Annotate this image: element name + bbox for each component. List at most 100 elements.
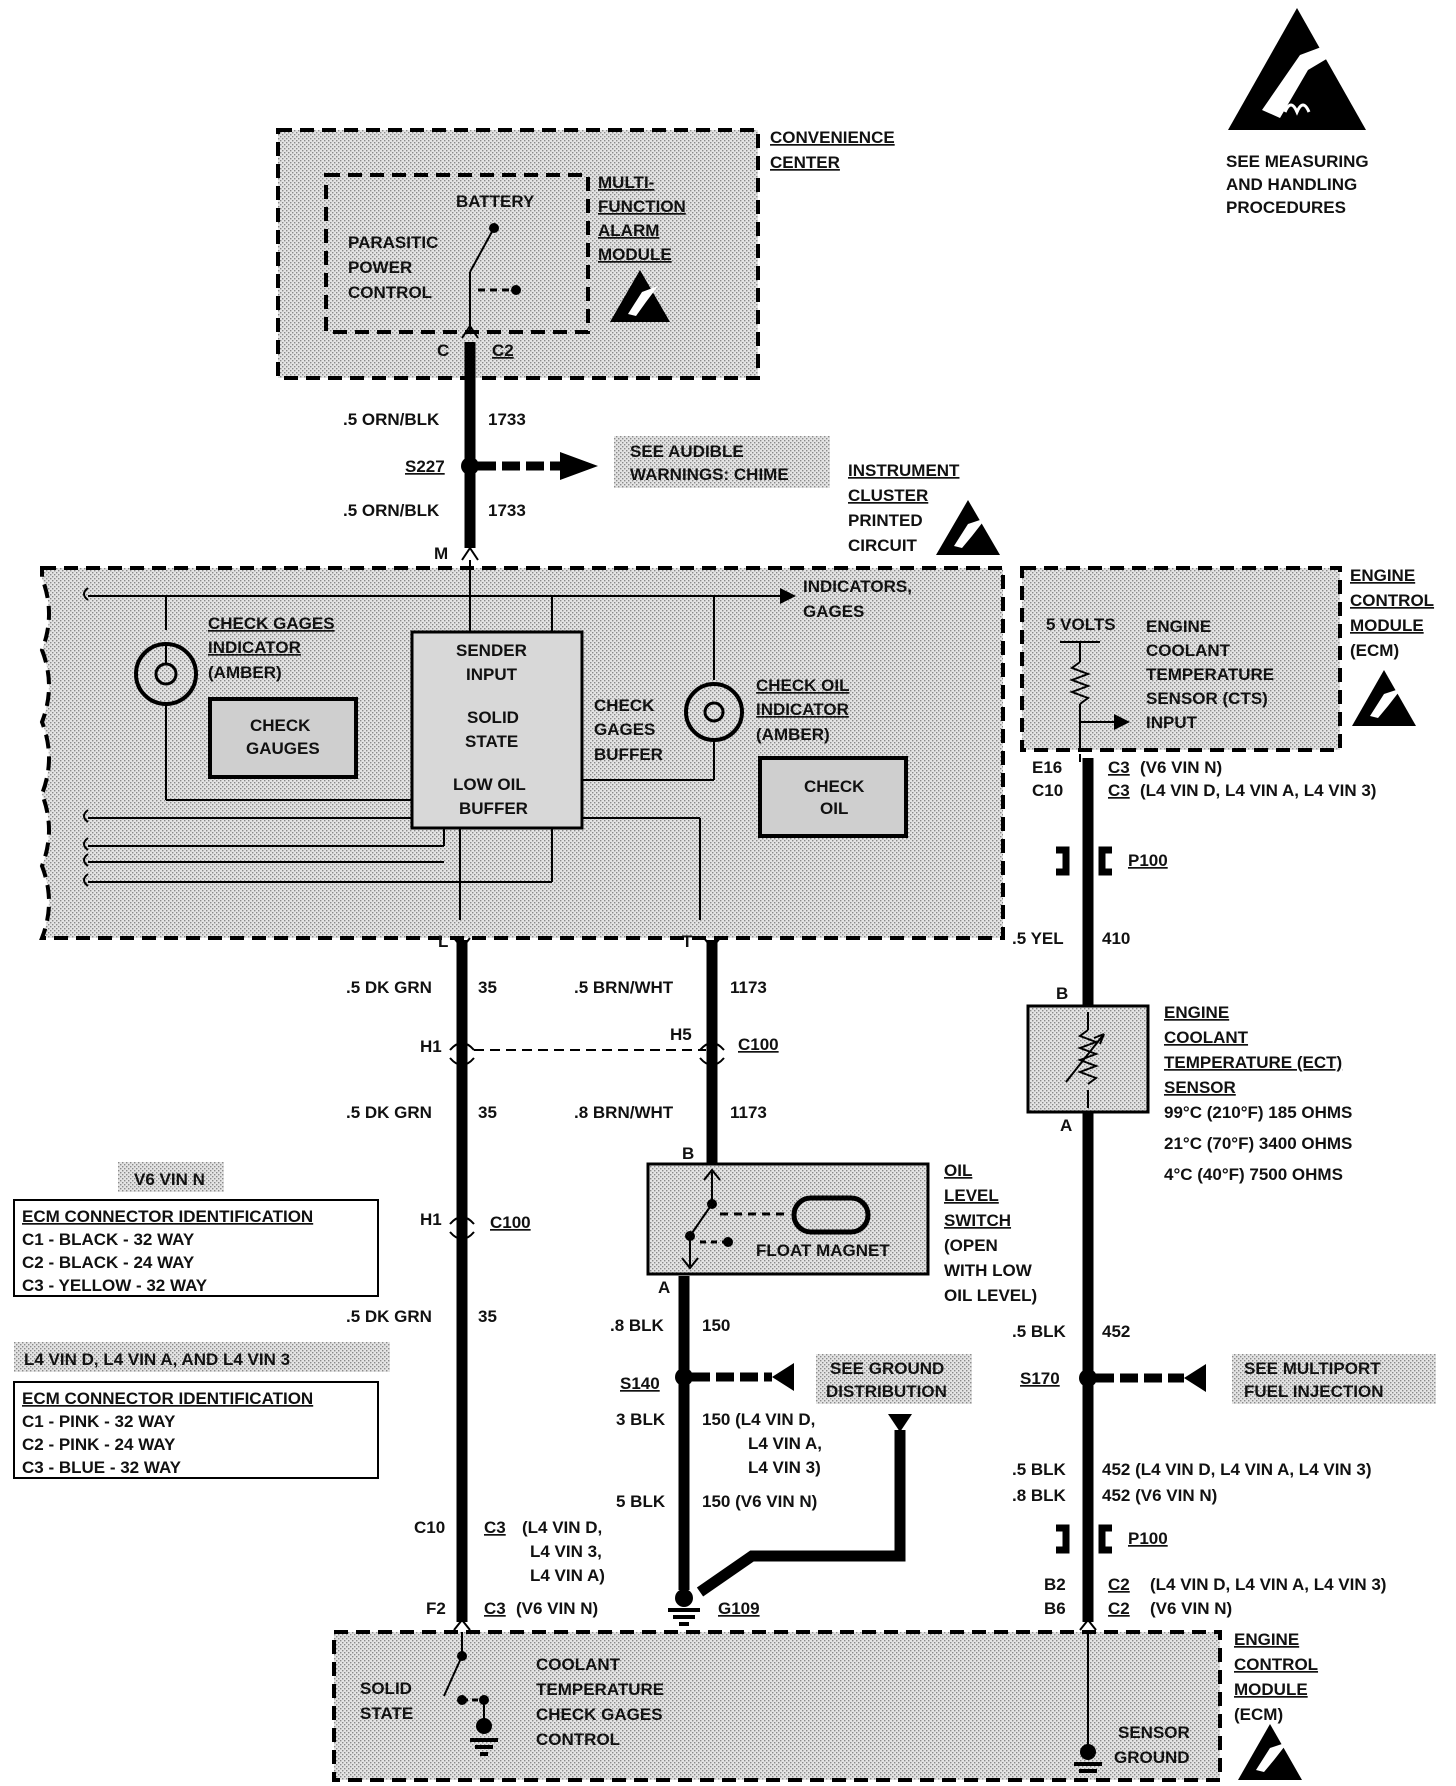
v6-table-header: ECM CONNECTOR IDENTIFICATION	[22, 1207, 313, 1226]
alarm-module-label-2: FUNCTION	[598, 197, 686, 216]
oil-switch-pin-b: B	[682, 1144, 694, 1163]
conn-c3-f2-note: (V6 VIN N)	[516, 1599, 598, 1618]
p100-bottom-left-bracket	[1056, 1524, 1070, 1554]
ecm-control-2: TEMPERATURE	[536, 1680, 664, 1699]
ecm-top-title-1: ENGINE	[1350, 566, 1415, 585]
c100-connector-h1-mid	[449, 1216, 475, 1240]
check-gauges-box	[208, 697, 358, 779]
chime-ref-box	[614, 436, 830, 488]
ect-title-4: SENSOR	[1164, 1078, 1236, 1097]
cts-input-arrow-icon	[1114, 714, 1130, 730]
l4-title: L4 VIN D, L4 VIN A, AND L4 VIN 3	[24, 1350, 290, 1369]
wire-1733-gauge-lower: .5 ORN/BLK	[343, 501, 440, 520]
wire-35-circuit-1: 35	[478, 978, 497, 997]
ect-title-1: ENGINE	[1164, 1003, 1229, 1022]
cluster-ground-lines	[83, 809, 701, 920]
ecm-bottom-title-3: MODULE	[1234, 1680, 1308, 1699]
pin-m-connector	[461, 546, 479, 561]
check-gages-indicator-2: INDICATOR	[208, 638, 301, 657]
v6-row-2: C2 - BLACK - 24 WAY	[22, 1253, 195, 1272]
pin-m-label: M	[434, 544, 448, 563]
check-gages-buffer-3: BUFFER	[594, 745, 663, 764]
ect-title-3: TEMPERATURE (ECT)	[1164, 1053, 1342, 1072]
ecm-control-3: CHECK GAGES	[536, 1705, 663, 1724]
oil-switch-title-6: OIL LEVEL)	[944, 1286, 1037, 1305]
wire-150-note-3: 150 (V6 VIN N)	[702, 1492, 817, 1511]
l4-row-3: C3 - BLUE - 32 WAY	[22, 1458, 182, 1477]
ecm-bottom-title-1: ENGINE	[1234, 1630, 1299, 1649]
ecm-solid-state-2: STATE	[360, 1704, 413, 1723]
pin-l-label: L	[438, 932, 448, 951]
esd-note-line-3: PROCEDURES	[1226, 198, 1346, 217]
ecm-bottom-box	[332, 1630, 1222, 1782]
ground-dist-arrow-icon	[888, 1414, 912, 1432]
splice-s170-label: S170	[1020, 1369, 1060, 1388]
conn-c3-note-3: L4 VIN A)	[530, 1566, 605, 1585]
wire-150-gauge-1: .8 BLK	[610, 1316, 665, 1335]
thermistor-icon	[1077, 1029, 1099, 1085]
wire-150-circuit-1: 150	[702, 1316, 730, 1335]
low-oil-buffer-2: BUFFER	[459, 799, 528, 818]
mfi-ref-box	[1232, 1354, 1436, 1404]
check-oil-indicator-1: CHECK OIL	[756, 676, 850, 695]
oil-level-switch-box	[646, 1162, 930, 1276]
v6-connector-table	[13, 1199, 379, 1297]
wire-1733-circuit-lower: 1733	[488, 501, 526, 520]
ecm-control-1: COOLANT	[536, 1655, 621, 1674]
wire-1173-gauge-2: .8 BRN/WHT	[574, 1103, 674, 1122]
alarm-module-label-1: MULTI-	[598, 173, 654, 192]
ground-dist-wire	[696, 1430, 906, 1597]
wire-1173-circuit-2: 1173	[730, 1103, 767, 1122]
float-magnet-label: FLOAT MAGNET	[756, 1241, 890, 1260]
check-gauges-text-2: GAUGES	[246, 739, 320, 758]
mfi-ref-line-1: SEE MULTIPORT	[1244, 1359, 1381, 1378]
conn-c3-f2: C3	[484, 1599, 506, 1618]
ground-g109-label: G109	[718, 1599, 760, 1618]
chime-ref-line-1: SEE AUDIBLE	[630, 442, 744, 461]
conn-c3-note-1: (L4 VIN D,	[522, 1518, 602, 1537]
pin-t-label: T	[682, 932, 693, 951]
ecm-top-title-4: (ECM)	[1350, 641, 1399, 660]
oil-switch-title-2: LEVEL	[944, 1186, 999, 1205]
wire-452-gauge-1: .5 BLK	[1012, 1322, 1067, 1341]
ground-ref-line-2: DISTRIBUTION	[826, 1382, 947, 1401]
conn-c2-b6-note: (V6 VIN N)	[1150, 1599, 1232, 1618]
check-gages-buffer-2: GAGES	[594, 720, 655, 739]
ecm-solid-state-switch	[443, 1632, 498, 1756]
c100-mid-label: C100	[490, 1213, 531, 1232]
check-oil-text-1: CHECK	[804, 777, 865, 796]
c100-h5-label: C100	[738, 1035, 779, 1054]
conn-c2-b2: C2	[1108, 1575, 1130, 1594]
ecm-control-4: CONTROL	[536, 1730, 620, 1749]
chime-arrow-icon	[560, 452, 598, 480]
wire-150-note-2c: L4 VIN 3)	[748, 1458, 821, 1477]
p100-top-right-bracket	[1098, 846, 1112, 876]
ecm-bottom-title-2: CONTROL	[1234, 1655, 1318, 1674]
check-oil-text-2: OIL	[820, 799, 848, 818]
oil-switch-title-1: OIL	[944, 1161, 972, 1180]
low-oil-buffer-1: LOW OIL	[453, 775, 526, 794]
five-volts-label: 5 VOLTS	[1046, 615, 1116, 634]
conn-c3-c10-35: C3	[484, 1518, 506, 1537]
ecm-top-box	[1020, 566, 1342, 752]
ect-spec-2: 21°C (70°F) 3400 OHMS	[1164, 1134, 1352, 1153]
oil-switch-contacts	[681, 1168, 786, 1270]
conn-c2-b2-note: (L4 VIN D, L4 VIN A, L4 VIN 3)	[1150, 1575, 1386, 1594]
oil-switch-title-5: WITH LOW	[944, 1261, 1033, 1280]
conn-c3-e16-note: (V6 VIN N)	[1140, 758, 1222, 777]
sender-input-2: INPUT	[466, 665, 518, 684]
wire-150-note-2a: 150 (L4 VIN D,	[702, 1410, 815, 1429]
wire-410-circuit: 410	[1102, 929, 1130, 948]
ecm-bottom-esd-icon	[1238, 1724, 1302, 1780]
alarm-module-box	[324, 173, 590, 334]
check-gages-buffer-1: CHECK	[594, 696, 655, 715]
splice-s227-label: S227	[405, 457, 445, 476]
wire-452-gauge-3: .8 BLK	[1012, 1486, 1067, 1505]
indicators-label-1: INDICATORS,	[803, 577, 912, 596]
wire-150-note-2b: L4 VIN A,	[748, 1434, 822, 1453]
pullup-resistor-icon	[1069, 661, 1091, 705]
conn-c3-c10: C3	[1108, 781, 1130, 800]
pin-c-label: C	[437, 341, 449, 360]
c2-connector-symbol	[461, 324, 479, 339]
wire-1733-gauge-upper: .5 ORN/BLK	[343, 410, 440, 429]
